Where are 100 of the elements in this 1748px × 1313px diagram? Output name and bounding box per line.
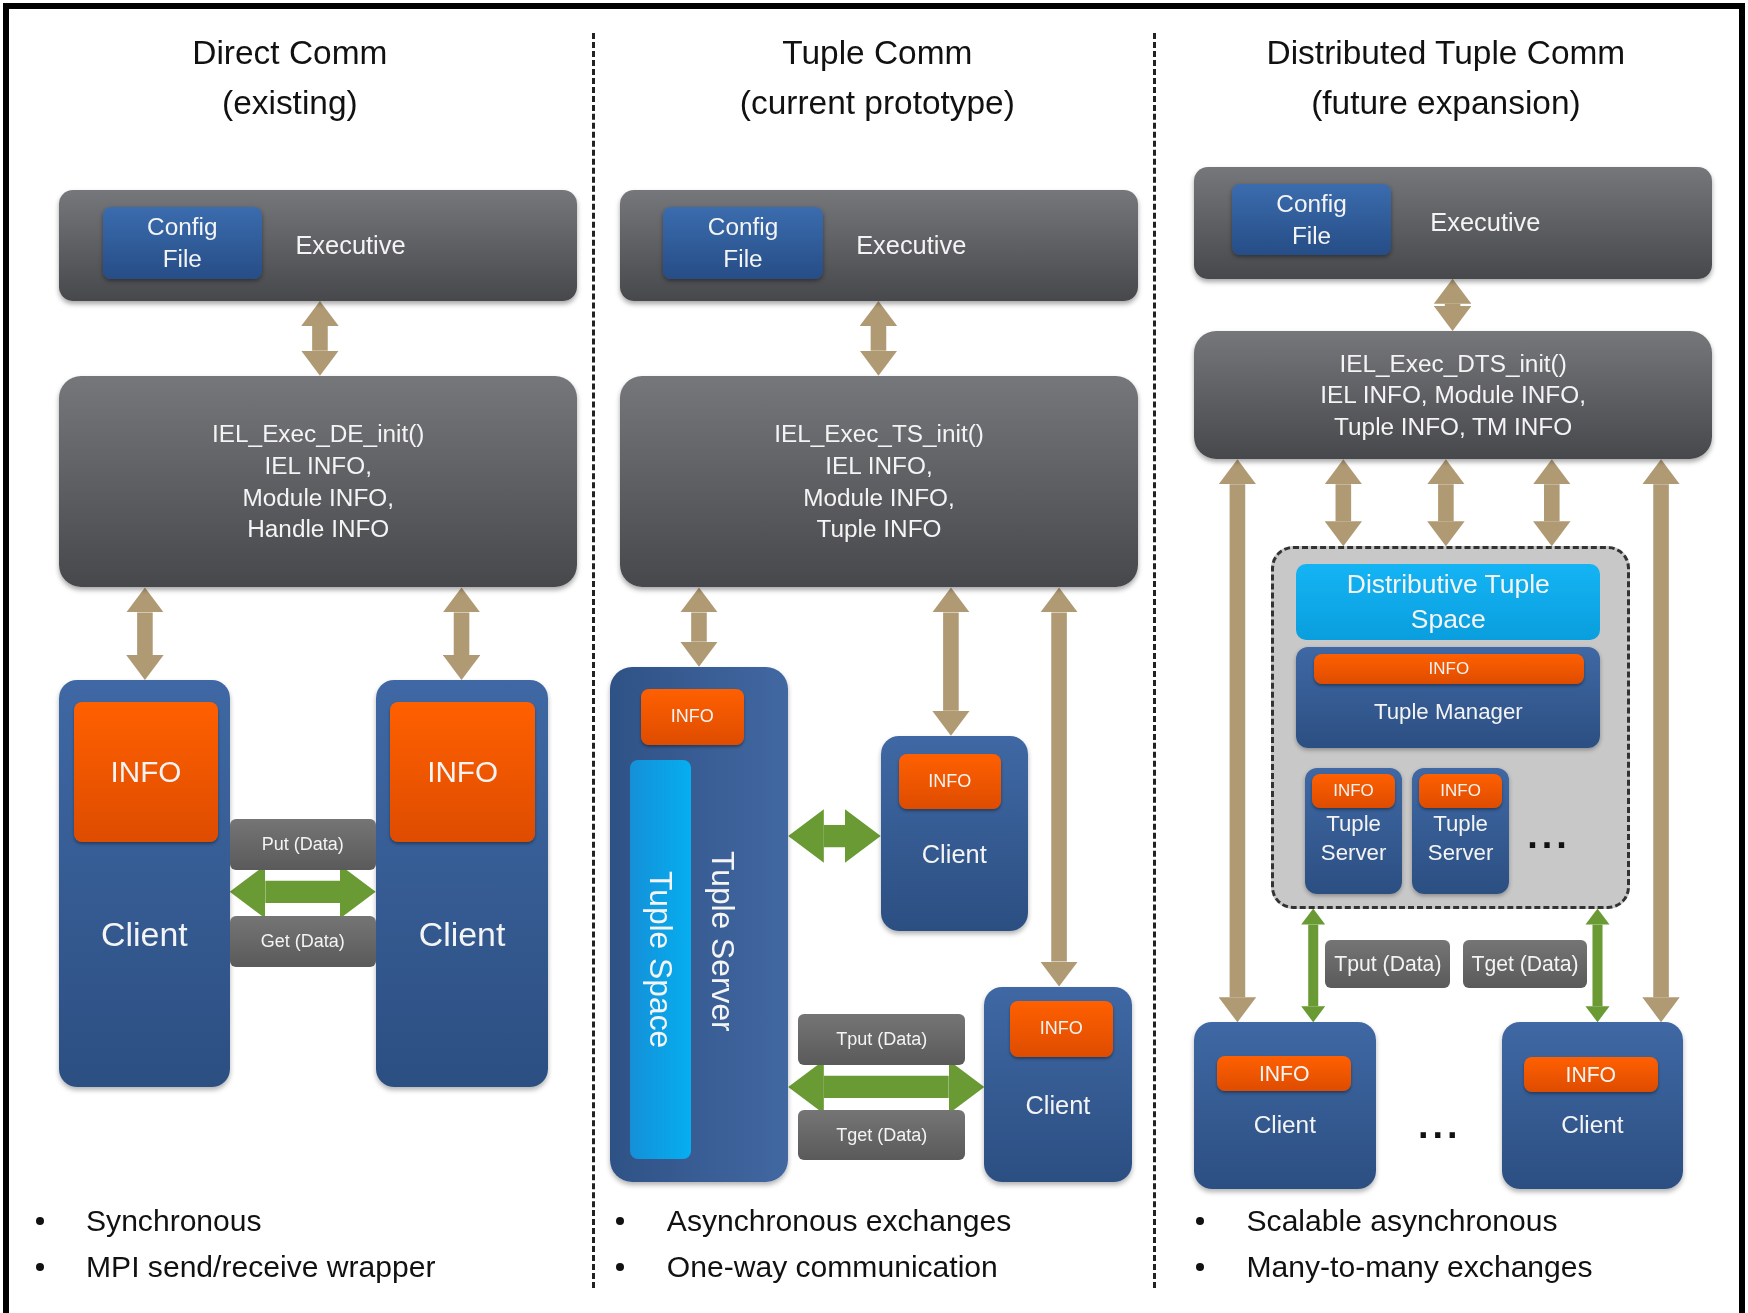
box-text: Client: [1025, 1090, 1091, 1122]
double-arrow: [1427, 459, 1465, 547]
double-arrow: [680, 587, 718, 667]
data-label-box: [798, 1014, 966, 1065]
box-text: Put (Data): [261, 832, 344, 856]
client-box: [984, 986, 1132, 1182]
box-text: Tget (Data): [836, 1123, 928, 1147]
box-text: INFO: [1428, 658, 1470, 681]
bullet-text: Many-to-many exchanges: [1246, 1249, 1593, 1284]
double-arrow: [788, 809, 881, 863]
bullet-text: MPI send/receive wrapper: [86, 1249, 436, 1284]
box-text: Tuple Manager: [1373, 697, 1523, 726]
client-box: [880, 735, 1028, 931]
box-text: Client: [1253, 1110, 1316, 1141]
box-text: Tuple Server: [1319, 810, 1388, 867]
box-text: INFO: [1039, 1017, 1083, 1041]
box-text: INFO: [1440, 780, 1481, 803]
box-text: Tget (Data): [1471, 950, 1579, 978]
info-tag: [1313, 654, 1584, 685]
double-arrow: [126, 587, 164, 681]
box-text: Tput (Data): [1334, 950, 1442, 978]
info-tag: [73, 702, 219, 842]
executive-box: [1193, 167, 1713, 279]
config-file-box: [1231, 183, 1392, 256]
client-box: [1193, 1022, 1376, 1190]
data-label-box: [798, 1110, 966, 1161]
box-text: INFO: [670, 705, 714, 729]
init-box: [1193, 331, 1713, 460]
box-text: IEL INFO, Module INFO, Tuple INFO: [802, 450, 956, 545]
box-text: INFO: [1258, 1060, 1310, 1087]
box-text: Distributive Tuple Space: [1345, 568, 1551, 636]
box-text: IEL INFO, Module INFO, Handle INFO: [241, 450, 396, 545]
box-text: Executive: [1430, 207, 1541, 239]
tuple-manager-box: [1296, 647, 1601, 748]
column-heading: Direct Comm (existing): [191, 32, 389, 123]
box-text: Config File: [147, 212, 218, 274]
data-label-box: [1462, 939, 1588, 988]
box-text: IEL INFO, Module INFO, Tuple INFO, TM INFO: [1319, 380, 1587, 442]
box-text: Tuple Server: [1426, 810, 1495, 867]
init-box: [59, 375, 578, 588]
tuple-space-box: [1296, 563, 1601, 640]
double-arrow: [1301, 908, 1326, 1023]
client-box: [59, 680, 230, 1087]
client-box: [375, 680, 549, 1087]
bullet-text: Scalable asynchronous: [1246, 1203, 1558, 1238]
info-tag: [1217, 1055, 1352, 1092]
box-text: Tput (Data): [836, 1027, 928, 1051]
bullet-text: Asynchronous exchanges: [666, 1203, 1012, 1238]
tuple-space-bar: [629, 760, 692, 1160]
box-text: Executive: [295, 229, 406, 261]
data-label-box: [1325, 939, 1451, 988]
client-box: [1501, 1022, 1684, 1190]
info-tag: [1418, 774, 1503, 808]
box-text: INFO: [1565, 1061, 1617, 1088]
tuple-space-group: [1270, 546, 1630, 909]
ellipsis: ...: [1527, 817, 1571, 856]
box-text: Executive: [856, 229, 967, 261]
tuple-manager-box: [1305, 767, 1403, 894]
column-heading: Distributed Tuple Comm (future expansion): [1265, 32, 1627, 123]
box-text: Client: [921, 839, 987, 871]
double-arrow: [301, 301, 339, 376]
info-tag: [898, 753, 1002, 810]
column-heading: Tuple Comm (current prototype): [738, 32, 1016, 123]
box-text: Client: [1561, 1110, 1624, 1141]
bullet-text: Synchronous: [86, 1203, 262, 1238]
box-text: Client: [101, 913, 188, 955]
double-arrow: [1324, 459, 1363, 547]
double-arrow: [1040, 587, 1078, 987]
box-text: INFO: [427, 753, 498, 790]
double-arrow: [1433, 278, 1472, 332]
init-box: [619, 375, 1139, 588]
box-text: INFO: [1333, 780, 1374, 803]
executive-box: [619, 189, 1139, 301]
info-tag: [1010, 1001, 1113, 1057]
data-label-box: [229, 916, 376, 967]
double-arrow: [1642, 459, 1680, 1023]
function-name: IEL_Exec_TS_init(): [774, 419, 984, 450]
box-text: Tuple Space: [644, 871, 677, 1049]
double-arrow: [1218, 459, 1257, 1023]
executive-box: [59, 189, 578, 301]
function-name: IEL_Exec_DTS_init(): [1339, 348, 1567, 379]
double-arrow: [1585, 908, 1610, 1023]
box-text: Tuple Server: [706, 850, 738, 1032]
tuple-manager-box: [1412, 767, 1510, 894]
box-text: INFO: [928, 769, 972, 793]
box-text: Config File: [1276, 188, 1347, 251]
double-arrow: [1533, 459, 1571, 547]
tuple-server-box: [609, 666, 789, 1182]
box-text: Get (Data): [260, 929, 345, 953]
config-file-box: [663, 207, 823, 279]
info-tag: [1311, 774, 1396, 808]
info-tag: [641, 688, 744, 745]
info-tag: [1523, 1056, 1658, 1093]
function-name: IEL_Exec_DE_init(): [212, 419, 425, 450]
box-text: INFO: [110, 753, 182, 790]
double-arrow: [932, 587, 970, 736]
double-arrow: [859, 301, 898, 376]
data-label-box: [229, 819, 376, 870]
box-text: Config File: [707, 212, 779, 274]
bullet-text: One-way communication: [666, 1249, 998, 1284]
